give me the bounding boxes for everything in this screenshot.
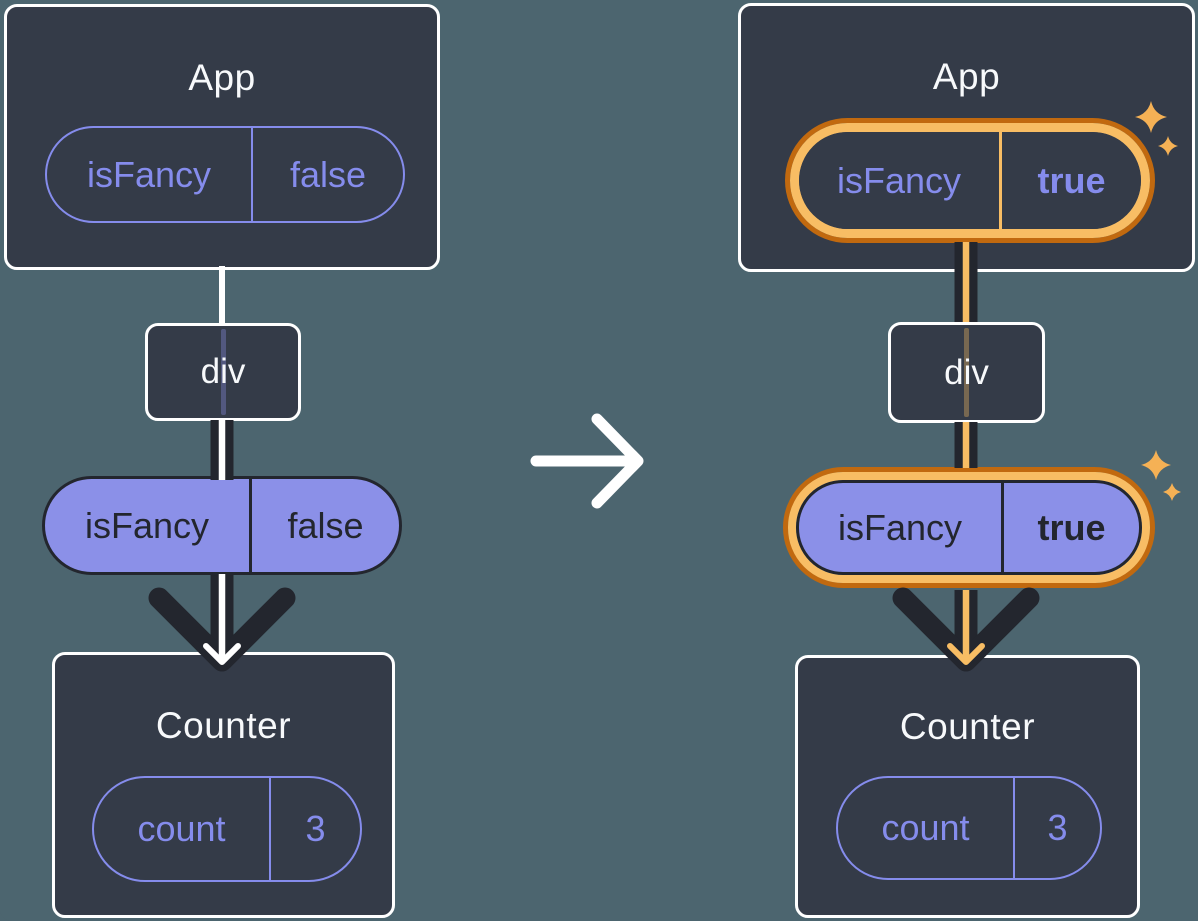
state-name: count: [137, 808, 226, 849]
state-pill-before: count 3: [92, 776, 362, 882]
edge-app-div-before: [219, 266, 225, 324]
prop-pill-passed-after: isFancy true: [796, 480, 1142, 575]
prop-name: isFancy: [84, 504, 210, 546]
edge-prop-counter-core-after: [962, 590, 970, 658]
highlight-ring-inner: isFancy true: [790, 123, 1150, 238]
prop-pill-app-before: isFancy false: [45, 126, 405, 223]
component-title: Counter: [899, 706, 1036, 747]
element-label: div: [200, 352, 246, 391]
prop-value: false: [249, 479, 399, 572]
edge-div-prop-core-after: [962, 422, 970, 468]
edge-div-prop-before: [210, 420, 234, 480]
div-card-before: div: [145, 323, 301, 421]
prop-value: false: [251, 128, 403, 221]
edge-prop-counter-after: [954, 590, 978, 648]
highlight-ring-app: isFancy true: [785, 118, 1155, 243]
sparkle-icon: [1141, 450, 1171, 480]
highlight-ring-prop: isFancy true: [783, 467, 1155, 588]
prop-pill-app-after: isFancy true: [799, 132, 1141, 229]
state-name: count: [881, 807, 970, 848]
edge-div-prop-core-before: [218, 420, 226, 480]
app-card-after: App isFancy true: [738, 3, 1195, 272]
component-title: Counter: [155, 705, 292, 746]
arrow-down-icon: [892, 587, 1040, 672]
prop-name: isFancy: [836, 159, 962, 201]
state-value: 3: [269, 778, 360, 880]
div-card-after: div: [888, 322, 1045, 423]
element-label: div: [944, 352, 989, 392]
prop-value: true: [999, 132, 1141, 229]
prop-name: isFancy: [86, 153, 212, 195]
edge-prop-counter-core-before: [218, 574, 226, 658]
component-title: App: [188, 57, 256, 98]
arrow-right-icon: [530, 413, 644, 509]
highlight-ring-inner: isFancy true: [788, 472, 1150, 583]
counter-card-after: Counter count 3: [795, 655, 1140, 918]
counter-card-before: Counter count 3: [52, 652, 395, 918]
component-title: App: [932, 56, 1001, 97]
state-value: 3: [1013, 778, 1100, 878]
edge-prop-counter-before: [210, 574, 234, 648]
edge-div-prop-after: [954, 422, 978, 468]
edge-through-div: [964, 328, 969, 417]
sparkle-icon: [1163, 483, 1181, 501]
state-pill-after: count 3: [836, 776, 1102, 880]
prop-value: true: [1001, 483, 1139, 572]
edge-through-div: [220, 329, 226, 415]
prop-pill-passed-before: isFancy false: [42, 476, 402, 575]
prop-name: isFancy: [837, 506, 963, 548]
app-card-before: App isFancy false: [4, 4, 440, 270]
